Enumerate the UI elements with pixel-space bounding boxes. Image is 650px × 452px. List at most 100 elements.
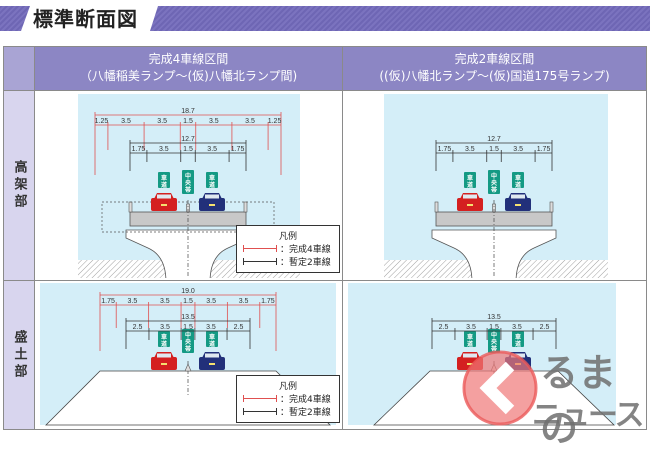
provisional-dimension-segment-label: 2.5	[439, 324, 449, 331]
column-header-2lane-title: 完成2車線区間	[454, 52, 535, 66]
divider	[342, 47, 343, 429]
provisional-dimension-segment-label: 2.5	[234, 324, 244, 331]
legend-title: 凡例	[278, 232, 297, 242]
final-dimension-segment-label: 1.25	[95, 118, 109, 125]
blue-car-windshield	[511, 353, 525, 358]
final-dimension-segment-label: 3.5	[157, 118, 167, 125]
final-dimension-segment-label: 1.75	[101, 298, 115, 305]
red-car-windshield	[463, 353, 477, 358]
title-bar: 標準断面図	[0, 0, 650, 40]
final-dimension-segment-label: 3.5	[128, 298, 138, 305]
provisional-dimension-segment-label: 1.75	[132, 146, 146, 153]
roadway-right-sign-char: 道	[209, 340, 215, 348]
roadway-left-sign-char: 車	[161, 174, 167, 182]
roadway-right-sign-char: 車	[209, 174, 215, 182]
legend-item-final: ：完成4車線	[243, 242, 339, 255]
header-corner	[4, 47, 34, 90]
roadway-left-sign-bg	[464, 331, 476, 347]
legend-item-final: ：完成4車線	[243, 392, 339, 405]
column-header-2lane-section: ((仮)八幡北ランプ〜(仮)国道175号ランプ)	[379, 69, 610, 83]
provisional-dimension-segment-label: 1.75	[231, 146, 245, 153]
provisional-dimension-segment-label: 1.75	[438, 146, 452, 153]
barrier-left	[434, 201, 439, 213]
provisional-dimension-segment-label: 1.75	[537, 146, 551, 153]
row-label-embankment: 盛土部	[4, 281, 34, 429]
final-dimension-segment-label: 3.5	[121, 118, 131, 125]
provisional-dimension-total-label: 12.7	[487, 136, 501, 143]
column-header-4lane-section: （八幡稲美ランプ〜(仮)八幡北ランプ間)	[79, 69, 298, 83]
provisional-dimension-total-label: 13.5	[181, 314, 195, 321]
roadway-right-sign-bg	[206, 172, 218, 188]
provisional-dimension-segment-label: 2.5	[540, 324, 550, 331]
median-sign-bg	[182, 170, 194, 194]
divider	[4, 90, 646, 91]
provisional-dimension-segment-label: 3.5	[207, 146, 217, 153]
median-sign-bg	[488, 329, 500, 353]
provisional-dimension-segment-label: 3.5	[466, 324, 476, 331]
roadway-right-sign-bg	[512, 331, 524, 347]
final-dimension-segment-label: 1.5	[183, 298, 193, 305]
median-sign-char: 帯	[185, 345, 191, 353]
red-car-plate	[467, 204, 473, 206]
blue-car-plate	[209, 363, 215, 365]
blue-car-plate	[209, 204, 215, 206]
provisional-dimension-segment-label: 3.5	[465, 146, 475, 153]
roadway-left-sign-bg	[158, 331, 170, 347]
row-label-elevated: 高架部	[4, 91, 34, 280]
legend-item-provisional: ：暫定2車線	[243, 405, 339, 418]
provisional-dimension-segment-label: 3.5	[512, 324, 522, 331]
column-header-4lane-title: 完成4車線区間	[148, 52, 229, 66]
legend-label-provisional: ：暫定2車線	[280, 258, 331, 268]
median-sign-char: 央	[491, 338, 498, 346]
median-barrier	[184, 363, 192, 372]
median-sign-char: 央	[185, 338, 192, 346]
legend-item-provisional: ：暫定2車線	[243, 255, 339, 268]
provisional-dimension-total-label: 12.7	[181, 136, 195, 143]
column-header-2lane: 完成2車線区間 ((仮)八幡北ランプ〜(仮)国道175号ランプ)	[343, 47, 646, 90]
roadway-right-sign-bg	[512, 172, 524, 188]
final-dimension-total-label: 19.0	[181, 288, 195, 295]
final-dimension-segment-label: 3.5	[209, 118, 219, 125]
legend-label-final: ：完成4車線	[280, 395, 331, 405]
roadway-left-sign-char: 車	[467, 174, 473, 182]
provisional-dimension-segment-label: 3.5	[206, 324, 216, 331]
title-stripe-right	[150, 6, 650, 31]
legend-label-final: ：完成4車線	[280, 245, 331, 255]
final-dimension-segment-label: 1.5	[183, 118, 193, 125]
page-title: 標準断面図	[33, 7, 138, 31]
provisional-dimension-segment-label: 1.5	[183, 324, 193, 331]
black-dimension-line-icon	[243, 408, 277, 415]
median-sign-char: 帯	[491, 345, 497, 353]
blue-car-plate	[515, 204, 521, 206]
black-dimension-line-icon	[243, 258, 277, 265]
final-dimension-total-label: 18.7	[181, 108, 195, 115]
roadway-right-sign-char: 車	[209, 333, 215, 341]
roadway-left-sign-bg	[464, 172, 476, 188]
roadway-left-sign-char: 道	[161, 340, 167, 348]
roadway-right-sign-char: 車	[515, 174, 521, 182]
red-car-windshield	[463, 194, 477, 199]
median-sign-char: 中	[491, 331, 497, 339]
final-dimension-segment-label: 3.5	[245, 118, 255, 125]
red-car-plate	[161, 363, 167, 365]
provisional-dimension-segment-label: 3.5	[159, 146, 169, 153]
roadway-right-sign-char: 道	[209, 181, 215, 189]
red-car-windshield	[157, 353, 171, 358]
roadway-left-sign-char: 道	[467, 181, 473, 189]
blue-car-plate	[515, 363, 521, 365]
median-sign-bg	[488, 170, 500, 194]
provisional-dimension-total-label: 13.5	[487, 314, 501, 321]
legend-elevated: 凡例 ：完成4車線 ：暫定2車線	[236, 225, 340, 273]
legend-title: 凡例	[278, 382, 297, 392]
provisional-dimension-segment-label: 3.5	[513, 146, 523, 153]
median-sign-char: 帯	[185, 186, 191, 194]
median-sign-char: 央	[185, 179, 192, 187]
final-dimension-segment-label: 3.5	[206, 298, 216, 305]
blue-car-windshield	[205, 353, 219, 358]
blue-car-windshield	[511, 194, 525, 199]
red-car-windshield	[157, 194, 171, 199]
